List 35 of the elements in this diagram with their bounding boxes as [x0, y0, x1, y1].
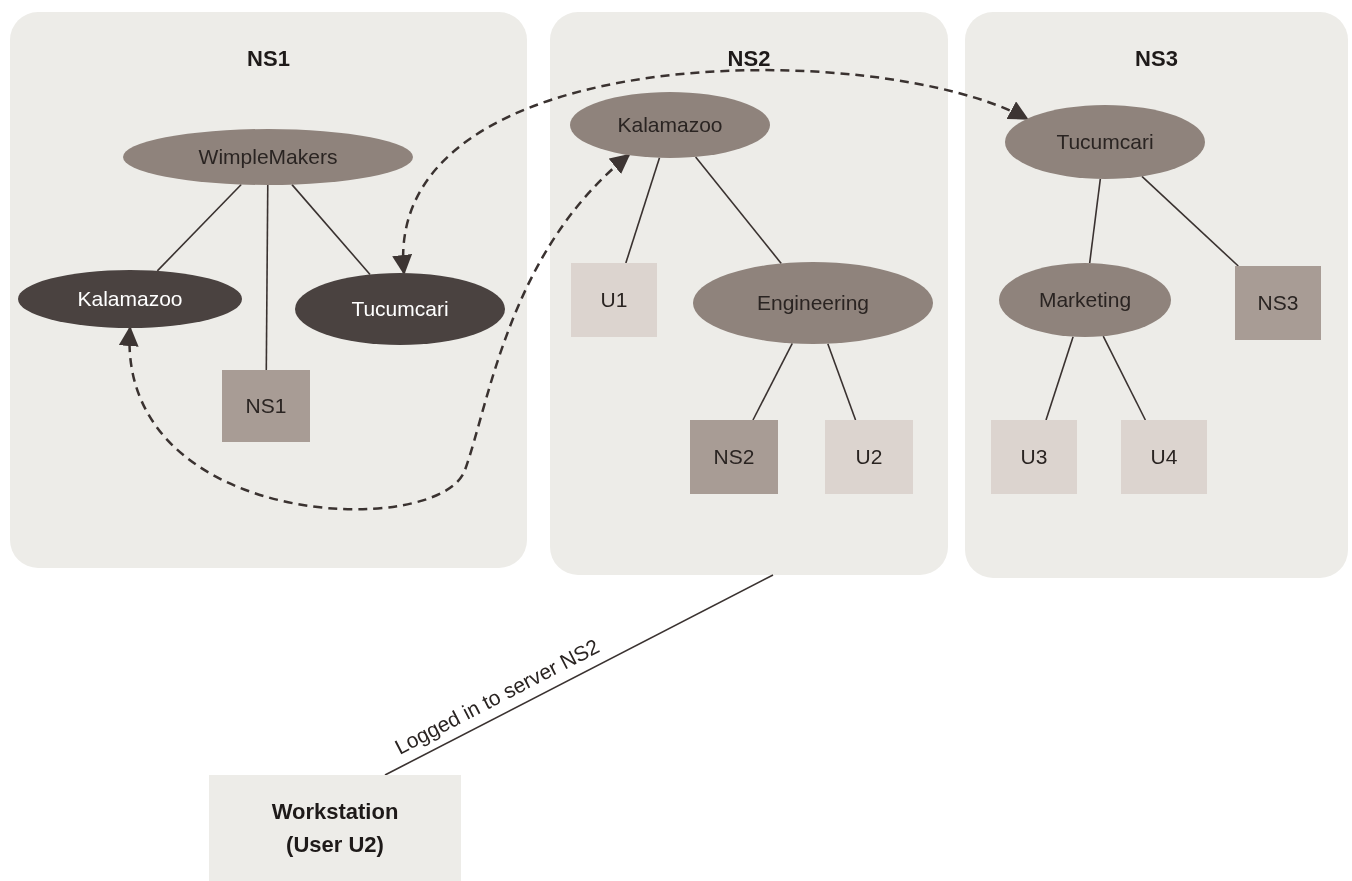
connector-line — [1088, 178, 1102, 264]
container-ellipse: Marketing — [999, 263, 1171, 337]
workstation-box: Workstation (User U2) — [209, 775, 461, 881]
namespace-panel — [550, 12, 948, 575]
panel-title: NS1 — [246, 46, 291, 72]
connector-line — [827, 342, 857, 421]
connector-line — [156, 183, 243, 272]
connector-line — [291, 183, 371, 276]
container-ellipse: Engineering — [693, 262, 933, 344]
object-box: U4 — [1121, 420, 1207, 494]
connector-line — [694, 156, 783, 265]
object-box: U2 — [825, 420, 913, 494]
panel-title: NS2 — [726, 46, 772, 72]
namespace-panel — [965, 12, 1348, 578]
connector-line — [1102, 335, 1147, 421]
connector-line — [1045, 335, 1074, 421]
container-ellipse: WimpleMakers — [123, 129, 413, 185]
dashed-arrow — [121, 153, 631, 511]
object-box: NS3 — [1235, 266, 1321, 340]
container-ellipse: Tucumcari — [1005, 105, 1205, 179]
dashed-arrow — [395, 69, 1029, 275]
connector-line — [265, 184, 269, 371]
object-box: U3 — [991, 420, 1077, 494]
connector-line — [752, 342, 794, 421]
connector-line — [625, 157, 661, 264]
panel-title: NS3 — [1134, 46, 1179, 72]
object-box: NS2 — [690, 420, 778, 494]
container-ellipse: Kalamazoo — [18, 270, 242, 328]
connector-line — [1141, 175, 1240, 267]
connector-line — [384, 574, 774, 776]
object-box: NS1 — [222, 370, 310, 442]
object-box: U1 — [571, 263, 657, 337]
container-ellipse: Kalamazoo — [570, 92, 770, 158]
namespace-panel — [10, 12, 527, 568]
container-ellipse: Tucumcari — [295, 273, 505, 345]
